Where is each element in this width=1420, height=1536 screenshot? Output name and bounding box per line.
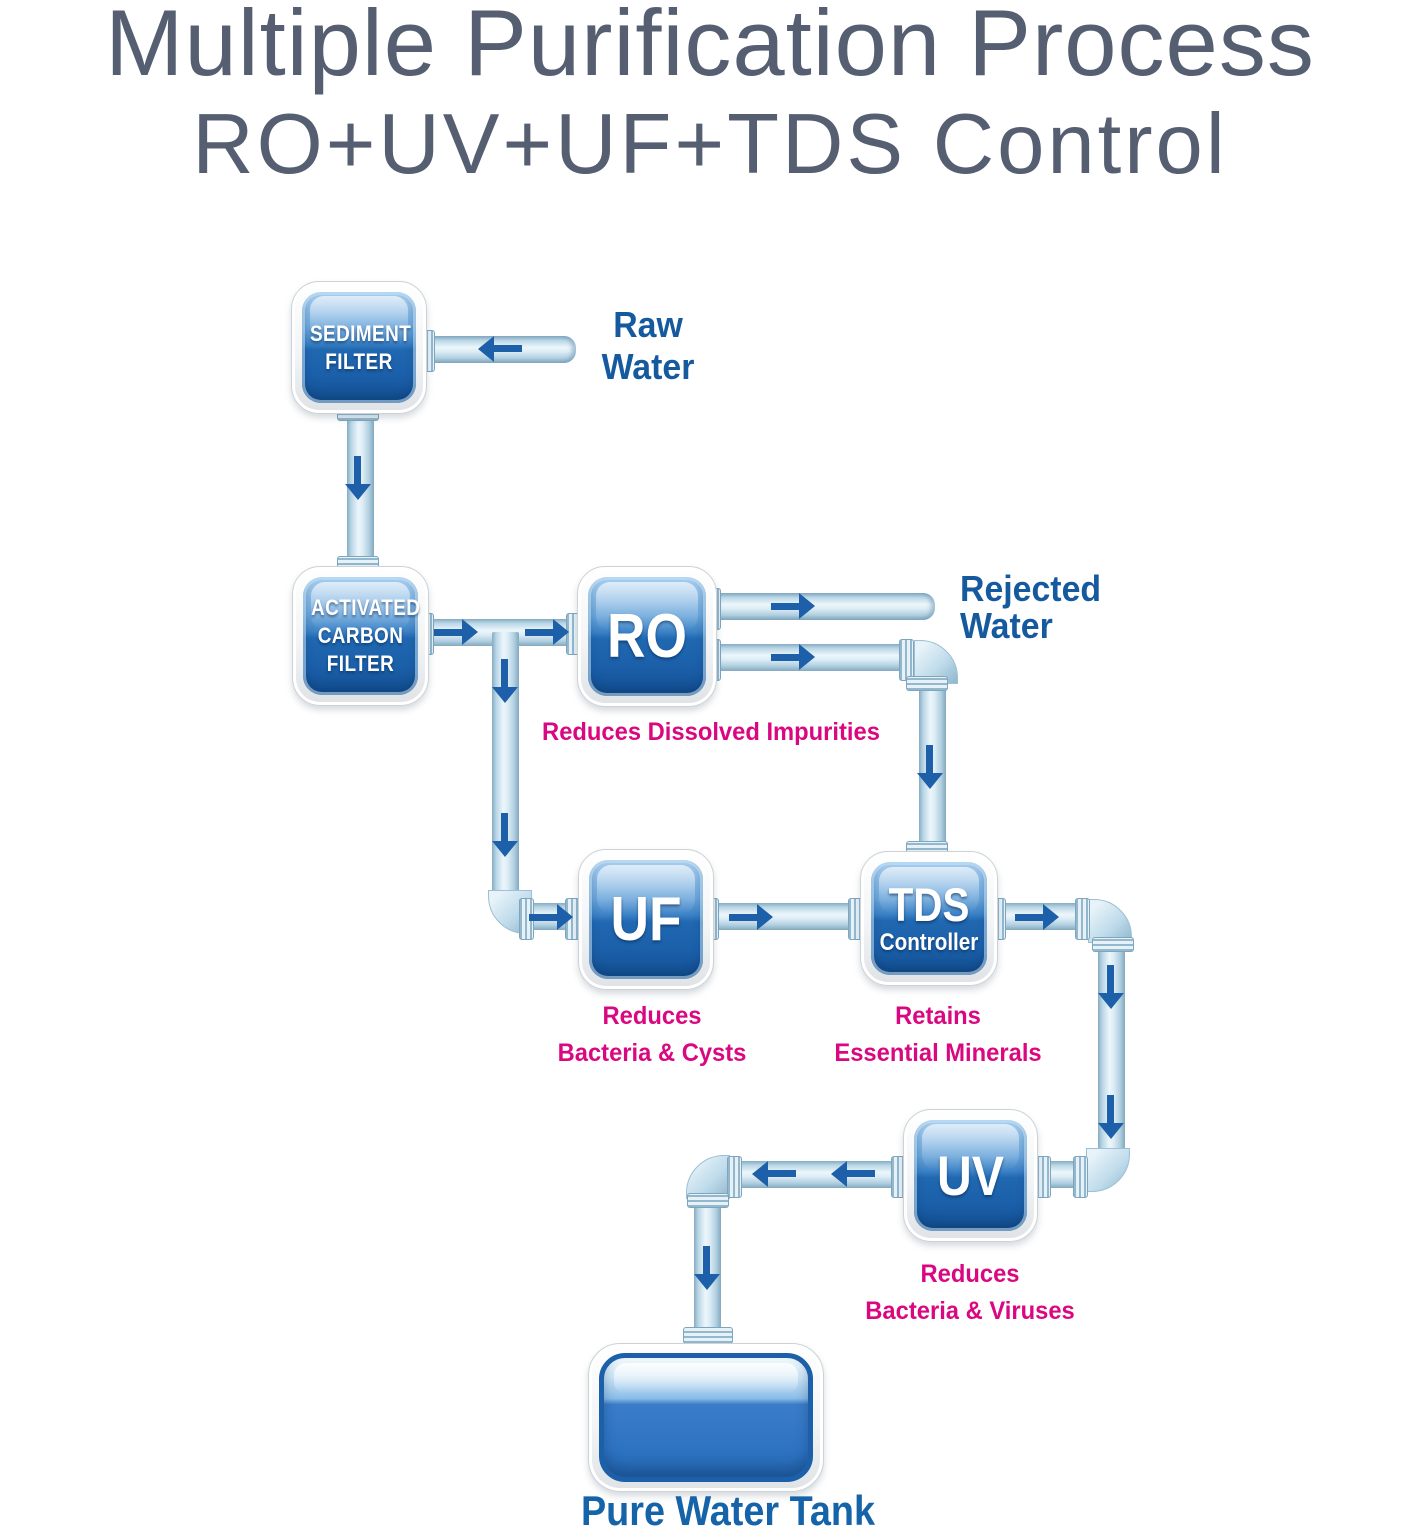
flow-arrow-right-icon xyxy=(433,619,479,645)
tds-label-line1: TDS xyxy=(888,877,970,931)
sediment-filter-label-line1: SEDIMENT xyxy=(309,320,412,346)
tds-face: TDS Controller xyxy=(871,862,987,975)
flow-arrow-right-icon xyxy=(770,644,816,670)
uf-note-line1: Reduces xyxy=(602,1002,702,1030)
rejected-water-label: Rejected Water xyxy=(960,570,1204,644)
tds-note-line1: Retains xyxy=(895,1002,981,1030)
flow-arrow-down-icon xyxy=(492,658,518,704)
tds-note: Retains Essential Minerals xyxy=(748,998,1128,1072)
pipe-flange-tank-inlet xyxy=(683,1327,733,1344)
node-pure-water-tank xyxy=(588,1343,824,1492)
flow-arrow-left-icon xyxy=(477,336,523,362)
diagram-subtitle: RO+UV+UF+TDS Control xyxy=(192,97,1228,192)
sediment-filter-face: SEDIMENT FILTER xyxy=(302,292,416,403)
carbon-filter-label-line3: FILTER xyxy=(326,651,395,676)
flow-arrow-right-icon xyxy=(1014,904,1060,930)
node-activated-carbon-filter: ACTIVATED CARBON FILTER xyxy=(292,566,429,706)
pipe-flange xyxy=(727,1156,742,1198)
uf-note-line2: Bacteria & Cysts xyxy=(557,1039,747,1067)
ro-face: RO xyxy=(588,577,706,696)
flow-arrow-right-icon xyxy=(524,619,570,645)
carbon-filter-label-line2: CARBON xyxy=(317,623,404,648)
pipe-flange xyxy=(899,639,914,681)
pipe-flange xyxy=(1073,1156,1088,1198)
uf-face: UF xyxy=(589,860,703,979)
tds-note-line2: Essential Minerals xyxy=(834,1039,1042,1067)
pipe-flange xyxy=(1092,937,1134,952)
uv-label: UV xyxy=(937,1143,1004,1207)
flow-arrow-down-icon xyxy=(694,1245,720,1291)
ro-label: RO xyxy=(607,601,687,671)
uv-note-line2: Bacteria & Viruses xyxy=(865,1297,1075,1325)
pipe-flange xyxy=(687,1193,729,1208)
diagram-title: Multiple Purification Process xyxy=(105,0,1315,95)
flow-arrow-right-icon xyxy=(728,904,774,930)
flow-arrow-right-icon xyxy=(770,593,816,619)
uf-label: UF xyxy=(610,884,682,954)
pure-water-tank-face xyxy=(599,1353,813,1482)
pipe-flange xyxy=(1075,898,1090,940)
flow-arrow-down-icon xyxy=(345,455,371,501)
node-tds-controller: TDS Controller xyxy=(860,851,998,986)
ro-note: Reduces Dissolved Impurities xyxy=(542,718,880,746)
uv-note-line1: Reduces xyxy=(920,1260,1020,1288)
flow-arrow-down-icon xyxy=(492,812,518,858)
uv-note: Reduces Bacteria & Viruses xyxy=(780,1256,1160,1330)
flow-arrow-right-icon xyxy=(528,904,574,930)
pipe-ro-rejected xyxy=(713,593,935,620)
raw-water-label: Raw Water xyxy=(554,304,742,388)
pipe-flange xyxy=(906,676,948,691)
flow-arrow-left-icon xyxy=(751,1161,797,1187)
carbon-filter-label-line1: ACTIVATED xyxy=(311,595,421,620)
rejected-water-line2: Water xyxy=(960,605,1053,646)
raw-water-line2: Water xyxy=(601,346,695,387)
node-sediment-filter: SEDIMENT FILTER xyxy=(291,281,427,414)
pure-water-tank-caption: Pure Water Tank xyxy=(580,1487,876,1534)
node-ro: RO xyxy=(577,566,717,707)
rejected-water-line1: Rejected xyxy=(960,568,1102,609)
pipe-flange xyxy=(1036,1156,1051,1198)
pipe-elbow-into-uv xyxy=(1086,1148,1130,1192)
node-uv: UV xyxy=(903,1109,1038,1242)
uf-note: Reduces Bacteria & Cysts xyxy=(462,998,842,1072)
node-uf: UF xyxy=(578,849,714,990)
sediment-filter-label-line2: FILTER xyxy=(325,348,393,374)
uv-face: UV xyxy=(914,1120,1027,1231)
carbon-filter-face: ACTIVATED CARBON FILTER xyxy=(303,577,421,695)
raw-water-line1: Raw xyxy=(613,304,683,345)
tds-label-line2: Controller xyxy=(879,928,979,956)
flow-arrow-left-icon xyxy=(830,1161,876,1187)
flow-arrow-down-icon xyxy=(1098,1094,1124,1140)
